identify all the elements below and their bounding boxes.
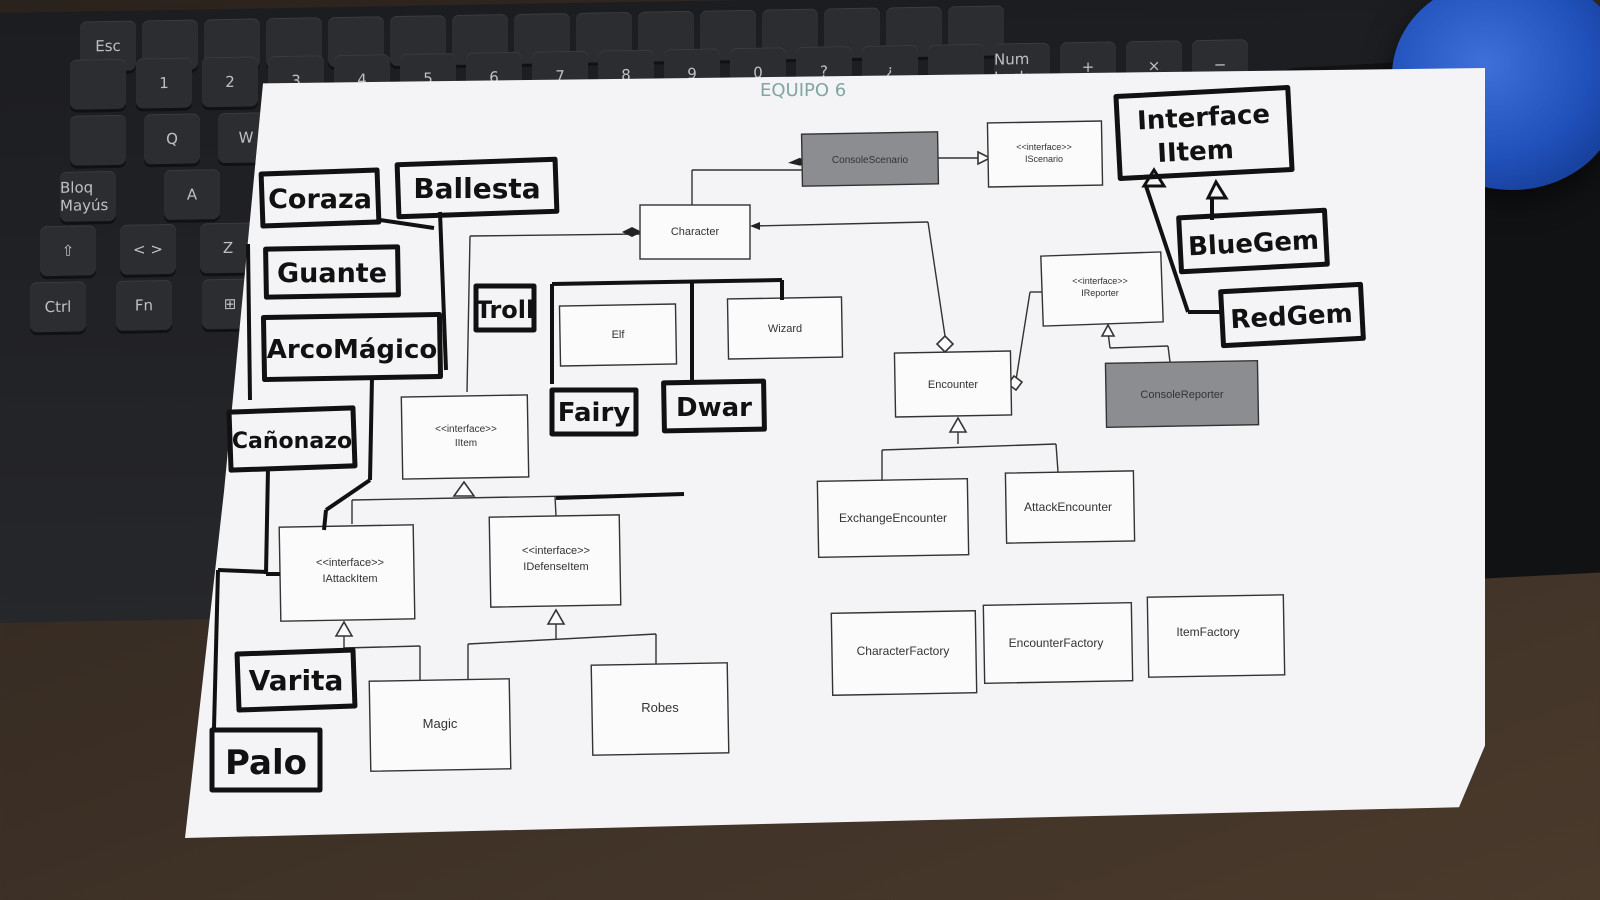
class-wizard: Wizard	[726, 296, 844, 360]
svg-text:<<interface>>: <<interface>>	[1016, 142, 1072, 152]
svg-text:Guante: Guante	[277, 258, 387, 289]
interface-ireporter: <<interface>> IReporter	[1040, 251, 1164, 327]
class-exchangeencounter: ExchangeEncounter	[816, 477, 970, 559]
svg-text:AttackEncounter: AttackEncounter	[1024, 500, 1112, 514]
hand-ballesta: Ballesta	[394, 156, 560, 220]
marker-connectors	[212, 167, 1229, 729]
class-magic: Magic	[368, 678, 512, 772]
class-itemfactory: ItemFactory	[1146, 594, 1286, 678]
interface-idefenseitem: <<interface>> IDefenseItem	[488, 514, 622, 608]
svg-text:ExchangeEncounter: ExchangeEncounter	[839, 511, 947, 525]
hand-dwar: Dwar	[661, 378, 767, 434]
interface-iitem: <<interface>> IItem	[400, 394, 530, 480]
hand-coraza: Coraza	[258, 167, 382, 229]
class-attackencounter: AttackEncounter	[1004, 470, 1136, 544]
svg-text:Troll: Troll	[476, 296, 535, 324]
hand-arco-magico: ArcoMágico	[260, 311, 444, 383]
svg-text:Fairy: Fairy	[558, 398, 631, 428]
svg-text:EncounterFactory: EncounterFactory	[1009, 636, 1104, 650]
svg-text:RedGem: RedGem	[1230, 299, 1354, 335]
svg-text:<<interface>>: <<interface>>	[1072, 276, 1128, 286]
interface-iattackitem: <<interface>> IAttackItem	[278, 524, 416, 622]
svg-text:Character: Character	[671, 226, 720, 238]
svg-text:IDefenseItem: IDefenseItem	[523, 561, 588, 573]
class-robes: Robes	[590, 662, 730, 756]
svg-text:Wizard: Wizard	[768, 323, 802, 335]
svg-text:Interface: Interface	[1136, 100, 1270, 137]
interface-iscenario: <<interface>> IScenario	[986, 120, 1104, 188]
hand-guante: Guante	[263, 244, 401, 300]
paper-title: EQUIPO 6	[760, 80, 846, 101]
hand-canonazo: Cañonazo	[226, 405, 358, 473]
svg-text:IScenario: IScenario	[1025, 154, 1063, 164]
svg-text:ConsoleReporter: ConsoleReporter	[1140, 389, 1223, 401]
svg-text:IReporter: IReporter	[1081, 288, 1119, 298]
svg-text:Encounter: Encounter	[928, 379, 978, 391]
class-characterfactory: CharacterFactory	[830, 610, 978, 696]
svg-text:IAttackItem: IAttackItem	[322, 573, 377, 585]
svg-text:Coraza: Coraza	[268, 184, 372, 215]
svg-text:ArcoMágico: ArcoMágico	[267, 335, 437, 365]
svg-text:Dwar: Dwar	[676, 393, 752, 423]
hand-varita: Varita	[234, 647, 358, 713]
svg-text:ItemFactory: ItemFactory	[1176, 625, 1239, 639]
printed-connectors	[334, 150, 1171, 680]
svg-text:Palo: Palo	[225, 743, 307, 783]
svg-text:Ballesta: Ballesta	[413, 172, 540, 205]
svg-text:ConsoleScenario: ConsoleScenario	[832, 155, 909, 166]
hand-redgem: RedGem	[1218, 281, 1366, 349]
svg-text:<<interface>>: <<interface>>	[522, 545, 590, 557]
class-encounterfactory: EncounterFactory	[982, 602, 1134, 684]
svg-text:Robes: Robes	[641, 700, 679, 715]
svg-text:<<interface>>: <<interface>>	[316, 557, 384, 569]
svg-text:CharacterFactory: CharacterFactory	[857, 644, 950, 658]
hand-bluegem: BlueGem	[1176, 207, 1330, 275]
svg-text:Magic: Magic	[423, 716, 458, 731]
class-elf: Elf	[558, 303, 678, 367]
svg-text:Varita: Varita	[249, 664, 344, 697]
class-consolereporter: ConsoleReporter	[1104, 359, 1260, 429]
class-character: Character	[639, 204, 751, 260]
svg-text:Cañonazo: Cañonazo	[232, 429, 352, 454]
hand-fairy: Fairy	[549, 387, 639, 437]
hand-palo: Palo	[209, 727, 323, 793]
hand-troll: Troll	[473, 283, 537, 333]
class-consolescenario: ConsoleScenario	[800, 131, 940, 187]
svg-text:<<interface>>: <<interface>>	[435, 424, 497, 435]
svg-text:Elf: Elf	[612, 329, 626, 341]
svg-text:IItem: IItem	[1157, 135, 1235, 169]
class-encounter: Encounter	[893, 350, 1013, 418]
svg-text:IItem: IItem	[455, 438, 477, 449]
hand-interface-iitem: Interface IItem	[1113, 85, 1295, 181]
svg-text:BlueGem: BlueGem	[1187, 226, 1319, 263]
